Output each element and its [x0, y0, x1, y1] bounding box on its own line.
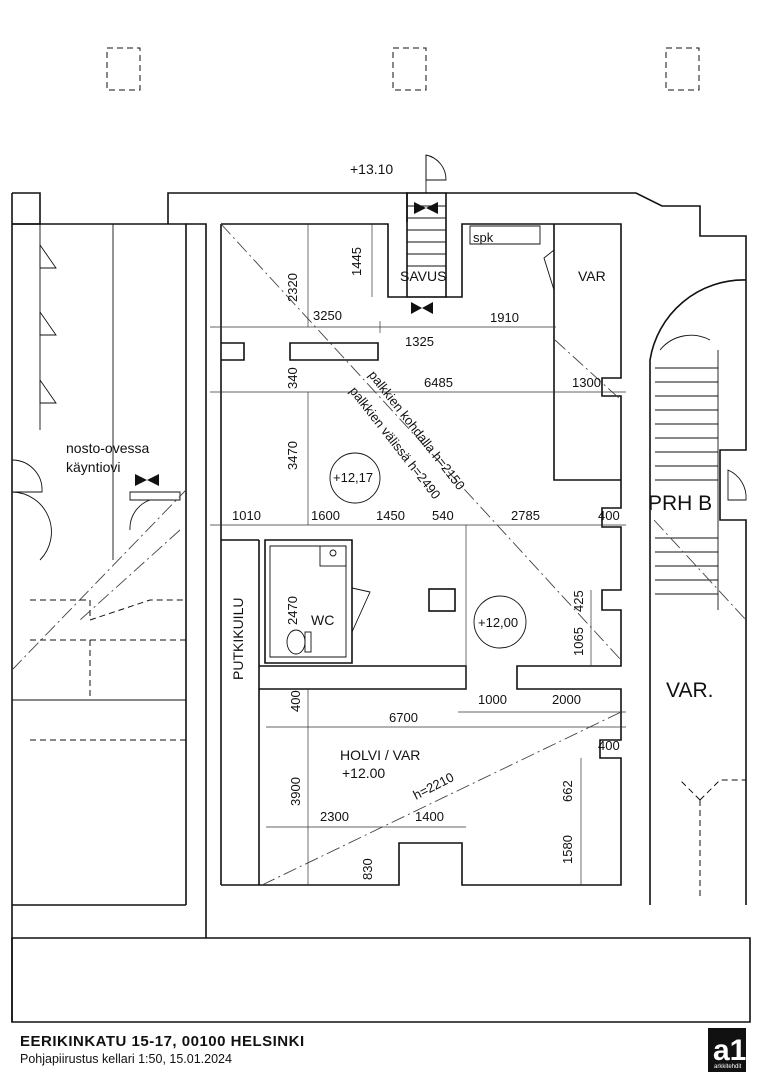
dim-3250: 3250	[313, 308, 342, 323]
dimension-lines	[210, 224, 626, 885]
dim-6485: 6485	[424, 375, 453, 390]
note-nosto-2: käyntiovi	[66, 459, 120, 475]
dim-2470: 2470	[285, 596, 300, 625]
room-prh-b: PRH B	[648, 492, 712, 515]
dim-1300: 1300	[572, 375, 601, 390]
logo-small-text: arkkitehdit	[714, 1064, 742, 1070]
title-block: EERIKINKATU 15-17, 00100 HELSINKI Pohjap…	[20, 1028, 746, 1072]
dim-340: 340	[285, 367, 300, 389]
dim-540: 540	[432, 508, 454, 523]
bowtie-door-icon	[135, 202, 438, 486]
dim-830: 830	[360, 858, 375, 880]
dim-1910: 1910	[490, 310, 519, 325]
label-spk: spk	[473, 230, 494, 245]
skylights	[106, 47, 700, 91]
dim-2300: 2300	[320, 809, 349, 824]
right-stairwell	[649, 279, 747, 905]
dim-2785: 2785	[511, 508, 540, 523]
dim-425: 425	[571, 590, 586, 612]
dim-2000: 2000	[552, 692, 581, 707]
dim-400b: 400	[288, 690, 303, 712]
dim-1580: 1580	[560, 835, 575, 864]
level-room2: +12,00	[478, 615, 518, 630]
dim-3470: 3470	[285, 441, 300, 470]
dim-1445: 1445	[349, 247, 364, 276]
wc-door-swing	[351, 587, 371, 633]
left-doors	[11, 224, 187, 741]
level-circle-1	[329, 452, 381, 504]
room-savus: SAVUS	[400, 268, 446, 284]
diagonal-lines	[79, 223, 622, 886]
dim-1400: 1400	[415, 809, 444, 824]
note-nosto-1: nosto-ovessa	[66, 440, 149, 456]
room-holvi: HOLVI / VAR	[340, 747, 420, 763]
toilet-icon	[286, 629, 312, 655]
dim-1000: 1000	[478, 692, 507, 707]
dim-1325: 1325	[405, 334, 434, 349]
room-wc: WC	[311, 612, 334, 628]
dim-400c: 400	[598, 738, 620, 753]
level-room1: +12,17	[333, 470, 373, 485]
room-putkikuilu: PUTKIKUILU	[230, 598, 246, 680]
room-var-right: VAR.	[666, 679, 713, 702]
dim-1450: 1450	[376, 508, 405, 523]
level-circle-2	[473, 595, 527, 649]
dim-1010: 1010	[232, 508, 261, 523]
logo-text: a1	[713, 1034, 746, 1067]
level-markers	[329, 452, 527, 649]
dim-2320: 2320	[285, 273, 300, 302]
dim-6700: 6700	[389, 710, 418, 725]
footer-address: EERIKINKATU 15-17, 00100 HELSINKI	[20, 1033, 305, 1050]
footer-subtitle: Pohjapiirustus kellari 1:50, 15.01.2024	[20, 1052, 232, 1066]
level-top-door: +13.10	[350, 161, 393, 177]
outer-walls	[11, 192, 751, 1023]
stair-top	[406, 154, 555, 298]
dim-1065: 1065	[571, 627, 586, 656]
sink-icon	[319, 545, 347, 567]
dim-662: 662	[560, 780, 575, 802]
logo-box	[708, 1028, 746, 1072]
room-var-top: VAR	[578, 268, 606, 284]
level-holvi: +12.00	[342, 765, 385, 781]
dim-400a: 400	[598, 508, 620, 523]
dim-1600: 1600	[311, 508, 340, 523]
dim-3900: 3900	[288, 777, 303, 806]
note-holvi-h: h=2210	[411, 769, 457, 802]
